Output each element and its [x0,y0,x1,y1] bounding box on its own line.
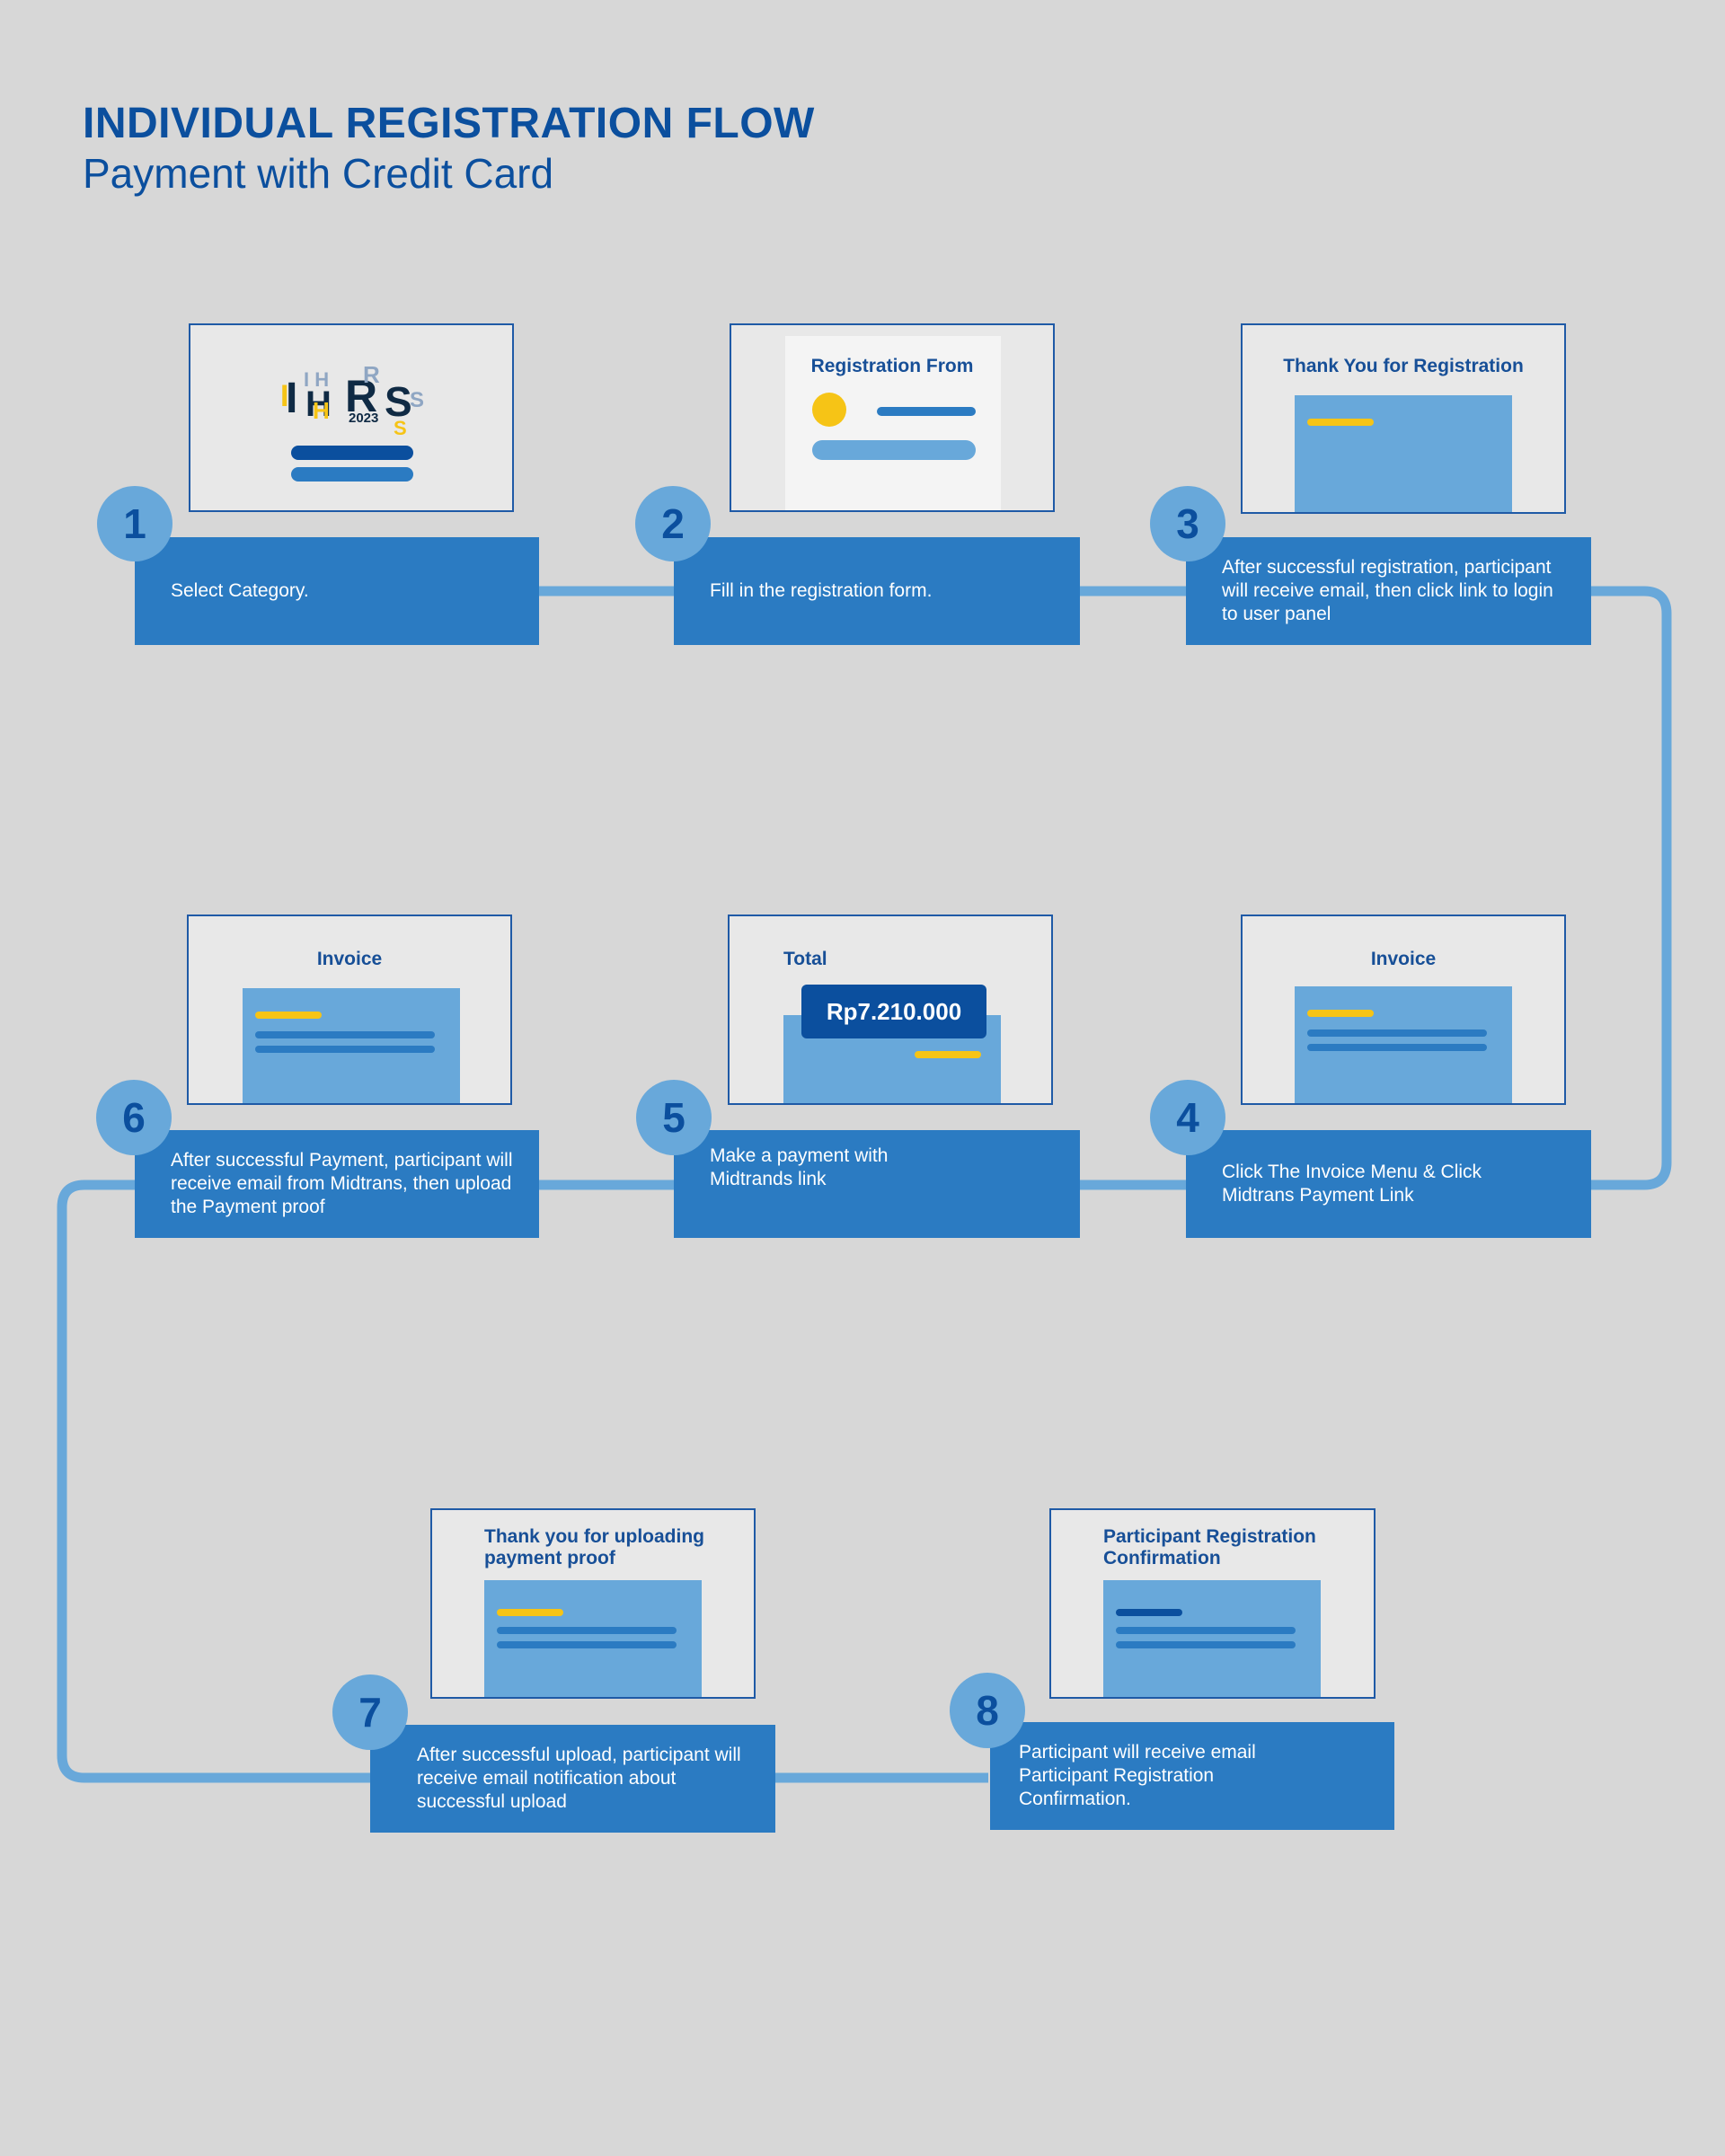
highlight-line [915,1051,981,1058]
step-7-description: After successful upload, participant wil… [417,1745,741,1812]
logo-year: 2023 [349,411,379,426]
step-3-card: After successful registration, participa… [1186,537,1591,645]
step-6-badge: 6 [96,1080,172,1155]
text-line [255,1031,435,1038]
page-subtitle: Payment with Credit Card [83,150,554,197]
step-3-screen: Thank You for Registration [1241,323,1566,514]
highlight-line [1307,419,1374,426]
form-line [877,407,976,416]
highlight-line [497,1609,563,1616]
step-8-screen-title: Participant Registration Confirmation [1103,1526,1316,1568]
form-input-bar [812,440,976,460]
step-7-screen-title: Thank you for uploading payment proof [484,1526,704,1568]
step-3-screen-title: Thank You for Registration [1283,356,1524,376]
step-6-screen: Invoice [187,915,512,1105]
highlight-line [1116,1609,1182,1616]
step-1-description: Select Category. [171,580,309,601]
content-panel [1295,986,1512,1103]
highlight-line [255,1012,322,1019]
step-4-screen-title: Invoice [1370,949,1437,969]
ihrs-logo: I I I H H H R R S S S 2023 [280,361,425,439]
content-panel [1295,395,1512,512]
step-5-card: Make a payment with Midtrands link [674,1130,1080,1238]
step-6-card: After successful Payment, participant wi… [135,1130,539,1238]
step-4-card: Click The Invoice Menu & Click Midtrans … [1186,1130,1591,1238]
step-6-description: After successful Payment, participant wi… [171,1150,513,1217]
step-2-screen: Registration From [730,323,1055,512]
step-3-badge: 3 [1150,486,1225,561]
step-2-badge: 2 [635,486,711,561]
step-7-screen: Thank you for uploading payment proof [430,1508,756,1699]
step-5-description: Make a payment with Midtrands link [710,1145,889,1189]
step-3-description: After successful registration, participa… [1222,557,1553,624]
step-1-badge: 1 [97,486,172,561]
step-1-card: Select Category. [135,537,539,645]
step-5-screen: Total Rp7.210.000 [728,915,1053,1105]
text-line [497,1627,677,1634]
step-8-description: Participant will receive email Participa… [1019,1742,1256,1809]
text-line [255,1046,435,1053]
step-1-screen: I I I H H H R R S S S 2023 [189,323,514,512]
form-avatar-circle [812,393,846,427]
content-panel [243,988,460,1103]
step-2-description: Fill in the registration form. [710,580,933,601]
step-2-screen-title: Registration From [810,356,974,376]
text-line [1307,1029,1487,1037]
step-4-badge: 4 [1150,1080,1225,1155]
step-4-screen: Invoice [1241,915,1566,1105]
step-4-description: Click The Invoice Menu & Click Midtrans … [1222,1162,1482,1206]
page-title: INDIVIDUAL REGISTRATION FLOW [83,100,815,147]
text-line [1116,1641,1296,1648]
content-panel [1103,1580,1321,1697]
step-2-card: Fill in the registration form. [674,537,1080,645]
step-5-screen-title: Total [783,949,827,969]
text-line [1307,1044,1487,1051]
step-8-card: Participant will receive email Participa… [990,1722,1394,1830]
text-line [1116,1627,1296,1634]
step-6-screen-title: Invoice [316,949,383,969]
step-8-screen: Participant Registration Confirmation [1049,1508,1376,1699]
step-7-badge: 7 [332,1674,408,1750]
content-panel [484,1580,702,1697]
highlight-line [1307,1010,1374,1017]
step-8-badge: 8 [950,1673,1025,1748]
payment-total-amount: Rp7.210.000 [801,985,986,1038]
category-option-bar [291,446,413,460]
text-line [497,1641,677,1648]
step-7-card: After successful upload, participant wil… [370,1725,775,1833]
category-option-bar [291,467,413,482]
step-5-badge: 5 [636,1080,712,1155]
